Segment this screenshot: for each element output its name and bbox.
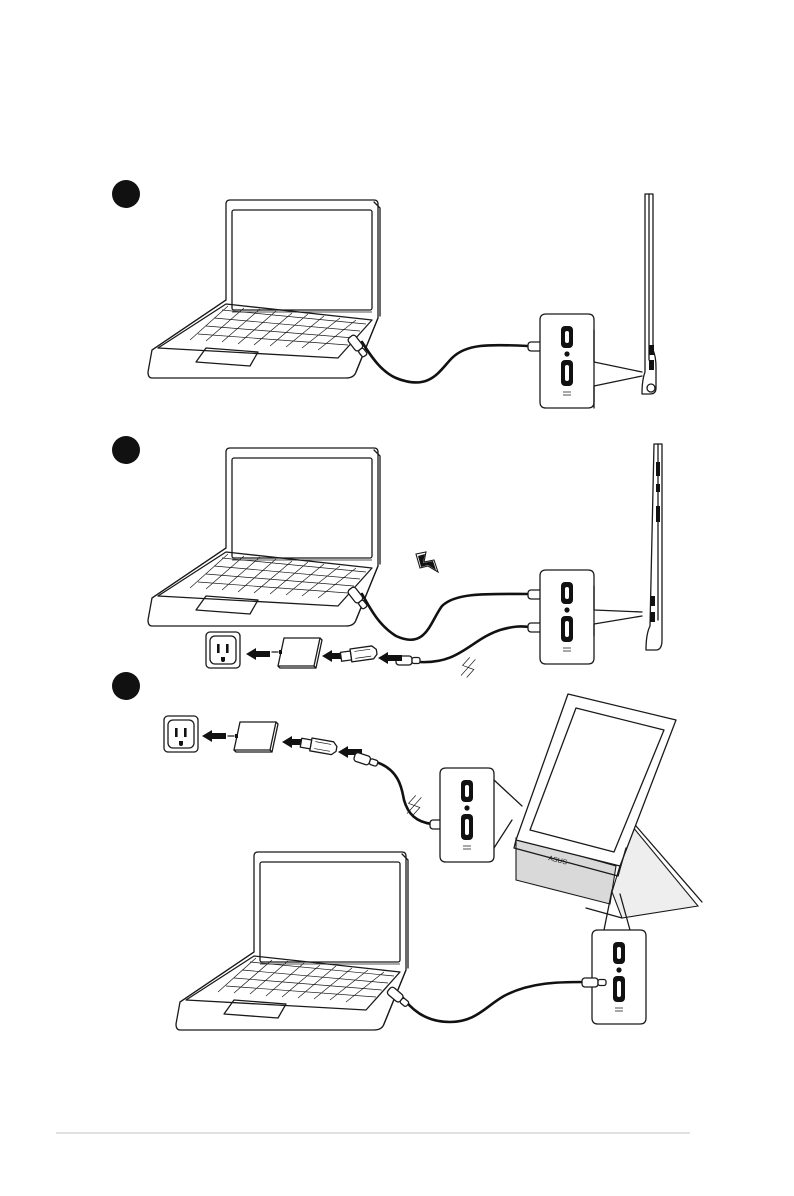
laptop-icon [148, 448, 380, 626]
portable-monitor-side-view [642, 194, 656, 394]
usb-c-cable [347, 586, 552, 640]
wall-outlet-icon [164, 716, 198, 752]
laptop-icon [176, 852, 408, 1030]
port-callout [540, 570, 594, 664]
step-3-marker [112, 672, 140, 700]
port-callout [440, 768, 494, 862]
portable-monitor-side-view [646, 444, 662, 650]
power-bolt-icon [416, 552, 438, 572]
usb-c-cable [386, 978, 606, 1022]
step-2-marker [112, 436, 140, 464]
callout-leader [594, 586, 642, 636]
standing-monitor: ASUS [514, 694, 702, 918]
step-1-marker [112, 180, 140, 208]
usb-a-plug [300, 736, 338, 755]
power-bolt-icon [405, 794, 423, 817]
arrow-icon [202, 730, 226, 742]
port-callout [592, 930, 646, 1024]
power-bolt-icon [459, 656, 477, 679]
wall-outlet-icon [206, 632, 240, 668]
port-callout [540, 314, 594, 408]
callout-leader [594, 330, 642, 408]
power-cable [353, 752, 454, 829]
usb-c-cable [347, 334, 552, 383]
power-adapter-icon [272, 638, 322, 668]
arrow-icon [246, 648, 270, 660]
power-cable [396, 623, 552, 665]
usb-a-plug [340, 645, 377, 663]
power-adapter-icon [228, 722, 278, 752]
laptop-icon [148, 200, 380, 378]
